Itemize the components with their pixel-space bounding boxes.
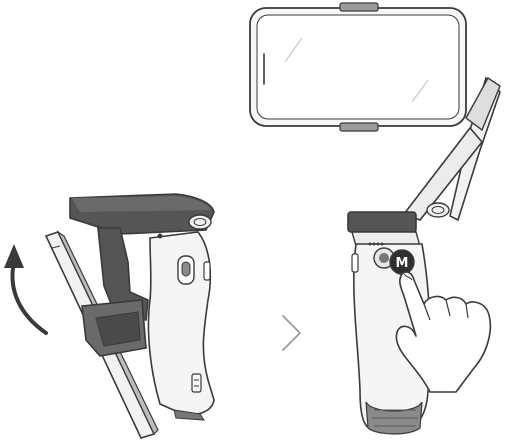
rotate-counterclockwise-arrow-icon [4,244,46,333]
chevron-right-icon [283,316,300,350]
gimbal-head [348,212,420,246]
gimbal-handle-left [148,232,214,420]
folded-gimbal-illustration [4,194,214,438]
knob-icon [427,203,449,217]
unfolded-gimbal-illustration: M [250,3,500,434]
m-button-label: M [396,256,409,271]
m-button: M [390,250,414,274]
knob-icon [189,215,211,229]
phone-landscape [250,3,466,131]
